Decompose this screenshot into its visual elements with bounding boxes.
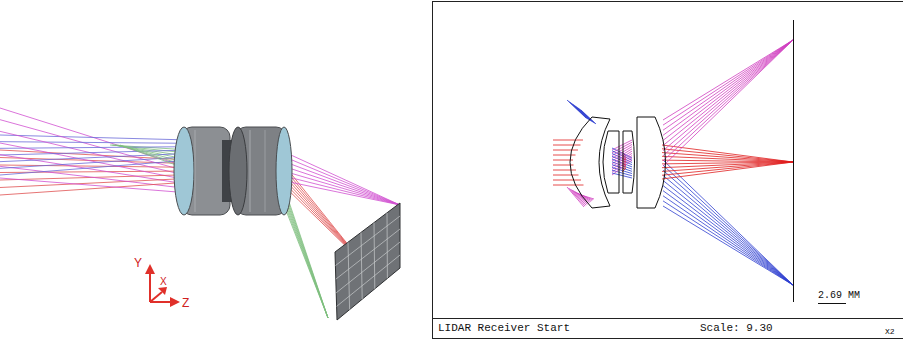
ray [612, 147, 632, 159]
detector-plane [335, 203, 400, 320]
axis-label: Y [134, 256, 142, 270]
ray [663, 191, 793, 285]
info-text: Scale: 9.30 [700, 322, 773, 334]
ray [0, 142, 190, 144]
ray [663, 196, 793, 285]
axis-label: X [160, 276, 167, 287]
ray [335, 216, 400, 266]
axis-label: Z [182, 296, 189, 310]
ray [337, 255, 400, 306]
ray [663, 175, 793, 285]
ray [663, 40, 793, 166]
ray [0, 143, 190, 181]
ray [0, 147, 190, 149]
ray [553, 180, 581, 181]
ray [280, 160, 400, 205]
ray [553, 155, 576, 156]
ray [280, 195, 328, 318]
ray-fan-2d [553, 40, 793, 285]
ray [662, 162, 793, 179]
ray [612, 142, 632, 153]
ray [0, 171, 190, 173]
ray [663, 40, 793, 135]
ray [663, 40, 793, 156]
ray [553, 175, 579, 176]
ray [663, 40, 793, 120]
lens-barrel [174, 127, 292, 215]
ray [663, 40, 793, 151]
ray [387, 213, 388, 279]
ray [612, 173, 632, 178]
ray [0, 182, 190, 195]
ray [663, 160, 793, 285]
image-plane [793, 20, 794, 302]
ray [336, 229, 400, 279]
ray [280, 175, 400, 205]
ray [663, 40, 793, 146]
ray [553, 170, 576, 171]
frame-divider [433, 318, 903, 319]
ray [553, 145, 581, 146]
ray [361, 232, 362, 299]
ray [663, 186, 793, 285]
ray [663, 165, 793, 285]
ray [663, 40, 793, 130]
ray [280, 180, 400, 205]
ray [612, 158, 632, 172]
ray [0, 160, 190, 175]
ray [553, 185, 584, 186]
ray [662, 153, 793, 162]
info-bar: LIDAR Receiver Start Scale: 9.30 [433, 319, 903, 339]
ray [0, 135, 190, 140]
scale-bar [818, 303, 846, 304]
ray [0, 178, 190, 193]
ray [280, 165, 400, 205]
ray [663, 40, 793, 140]
ray [612, 160, 632, 175]
ray [348, 242, 350, 309]
ray [662, 149, 793, 162]
ray [0, 178, 190, 187]
plot-frame [433, 2, 903, 339]
ray [374, 223, 376, 289]
ray [663, 40, 793, 161]
zoom-label: X2 [885, 327, 895, 336]
axis-triad [145, 264, 180, 307]
ray [663, 170, 793, 285]
ray [553, 140, 583, 141]
ray [662, 162, 793, 171]
ray [336, 242, 400, 293]
ray [663, 206, 793, 285]
ray [662, 156, 793, 162]
ray [553, 150, 578, 151]
ray [0, 120, 190, 173]
scale-label: 2.69 MM [818, 290, 860, 301]
lens-elements [570, 117, 666, 208]
ray [663, 180, 793, 285]
ray [662, 160, 793, 162]
ray [663, 40, 793, 125]
ray [662, 162, 793, 175]
ray [612, 144, 632, 155]
ray [663, 201, 793, 285]
ray [280, 155, 400, 205]
ray [0, 153, 190, 161]
info-text: LIDAR Receiver Start [438, 322, 570, 334]
